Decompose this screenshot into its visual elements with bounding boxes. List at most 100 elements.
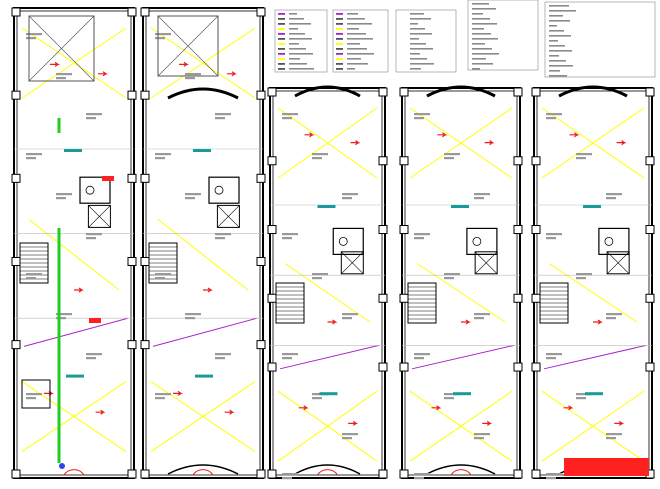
- column: [399, 469, 409, 479]
- table-text-line: [289, 48, 306, 50]
- wet-room: [466, 227, 498, 255]
- lighting-circuit: [541, 390, 645, 462]
- column: [531, 156, 541, 166]
- floor-plan-first: [140, 7, 266, 479]
- skylight-cross: [28, 15, 95, 82]
- toilet-fixture: [472, 236, 482, 246]
- dimension-annotation: [282, 353, 298, 356]
- legend-symbol: [336, 28, 343, 30]
- legend-symbol: [336, 38, 343, 40]
- dimension-annotation: [155, 153, 171, 156]
- legend-symbol: [278, 23, 285, 25]
- shaft-cross: [474, 251, 498, 275]
- switch-marker: [348, 420, 359, 426]
- dimension-annotation: [414, 353, 430, 356]
- dimension-annotation: [215, 357, 225, 360]
- table-text-line: [472, 18, 490, 20]
- table-text-line: [289, 38, 312, 40]
- table-text-line: [347, 13, 358, 15]
- table-text-line: [549, 25, 557, 27]
- dimension-annotation: [56, 197, 66, 200]
- table-text-line: [410, 53, 420, 55]
- table-text-line: [549, 75, 567, 77]
- dimension-annotation: [56, 313, 72, 316]
- dimension-annotation: [86, 117, 96, 120]
- table-frame: [274, 9, 328, 73]
- dimension-annotation: [155, 273, 171, 276]
- table-text-line: [410, 18, 431, 20]
- shaft-cross: [606, 251, 630, 275]
- skylight: [157, 15, 219, 77]
- switch-marker: [44, 390, 54, 396]
- service-shaft: [340, 251, 364, 275]
- legend-symbol: [278, 68, 285, 70]
- room-label-mark: [319, 392, 338, 396]
- dimension-annotation: [474, 437, 484, 440]
- table-text-line: [347, 63, 368, 65]
- dimension-annotation: [444, 393, 460, 396]
- dimension-annotation: [282, 117, 292, 120]
- dimension-annotation: [342, 433, 358, 436]
- legend-symbol: [278, 48, 285, 50]
- table-text-line: [289, 43, 299, 45]
- lighting-circuit: [21, 381, 127, 453]
- legend-3: [395, 9, 457, 73]
- dimension-annotation: [606, 317, 616, 320]
- dimension-annotation: [414, 233, 430, 236]
- lighting-circuit: [409, 107, 513, 179]
- skylight: [28, 15, 95, 82]
- table-text-line: [289, 13, 297, 15]
- table-frame: [332, 9, 389, 73]
- dimension-annotation: [185, 313, 201, 316]
- column: [645, 293, 655, 303]
- dimension-annotation: [282, 237, 292, 240]
- legend-symbol: [278, 33, 285, 35]
- shaft-cross: [217, 205, 240, 228]
- column: [127, 173, 137, 183]
- dimension-annotation: [56, 317, 66, 320]
- column: [513, 362, 523, 372]
- inner-wall-line: [272, 90, 383, 476]
- dimension-annotation: [606, 197, 616, 200]
- column: [645, 156, 655, 166]
- dimension-annotation: [342, 193, 358, 196]
- switch-marker: [327, 319, 338, 325]
- shaft-cross: [88, 205, 111, 228]
- column: [140, 340, 150, 350]
- dimension-annotation: [576, 273, 592, 276]
- entrance-door: [450, 469, 472, 476]
- column: [256, 173, 266, 183]
- table-text-line: [549, 50, 572, 52]
- dimension-annotation: [546, 473, 562, 476]
- table-text-line: [472, 68, 480, 70]
- switch-marker: [482, 420, 493, 426]
- switch-marker: [98, 71, 108, 77]
- red-tag: [89, 318, 101, 323]
- dimension-annotation: [312, 273, 328, 276]
- switch-marker: [304, 132, 315, 138]
- room-label-mark: [585, 392, 603, 396]
- table-text-line: [549, 65, 573, 67]
- column: [513, 469, 523, 479]
- legend-symbol: [336, 18, 343, 20]
- shaft-cross: [341, 251, 364, 275]
- dimension-annotation: [576, 277, 586, 280]
- table-text-line: [549, 60, 566, 62]
- table-text-line: [472, 63, 493, 65]
- table-text-line: [472, 38, 498, 40]
- lighting-circuit: [284, 263, 371, 323]
- power-circuit: [279, 344, 380, 370]
- dimension-annotation: [185, 77, 195, 80]
- dimension-annotation: [155, 393, 171, 396]
- floor-plans: [11, 7, 655, 480]
- dimension-annotation: [546, 477, 556, 480]
- table-text-line: [549, 45, 565, 47]
- switch-marker: [50, 61, 60, 67]
- switch-marker: [431, 405, 442, 411]
- room-label-mark: [193, 149, 211, 152]
- dimension-annotation: [26, 37, 36, 40]
- legend-symbol: [336, 43, 343, 45]
- table-text-line: [410, 38, 419, 40]
- table-text-line: [347, 18, 365, 20]
- column: [267, 469, 277, 479]
